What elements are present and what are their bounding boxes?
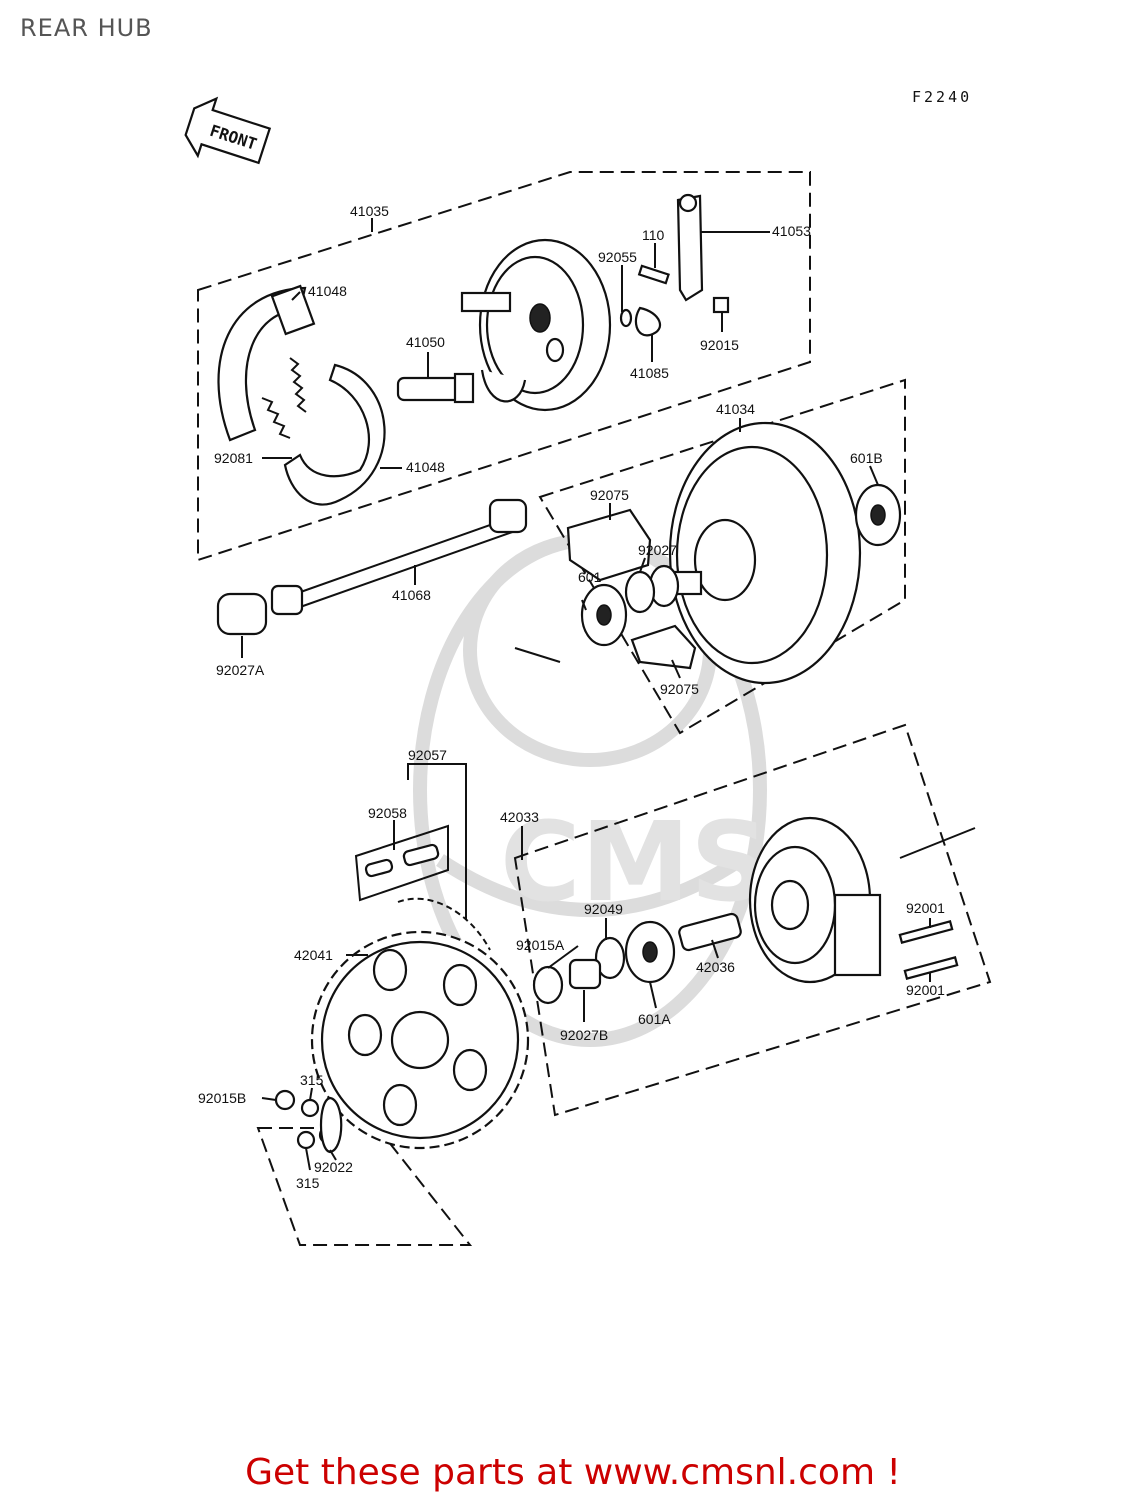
nut-92015B-upper bbox=[274, 1089, 296, 1111]
part-label-92027A: 92027A bbox=[216, 662, 265, 678]
damper-upper bbox=[566, 508, 652, 582]
part-label-41034: 41034 bbox=[716, 401, 755, 417]
chain-joint-box bbox=[354, 824, 449, 902]
damper-lower bbox=[630, 624, 697, 670]
part-label-92057: 92057 bbox=[408, 747, 447, 763]
part-label-92055: 92055 bbox=[598, 249, 637, 265]
part-label-92001: 92001 bbox=[906, 982, 945, 998]
part-label-41048: 41048 bbox=[406, 459, 445, 475]
lock-plate-92022 bbox=[320, 1096, 343, 1154]
part-label-601A: 601A bbox=[638, 1011, 671, 1027]
part-label-601B: 601B bbox=[850, 450, 883, 466]
part-label-42041: 42041 bbox=[294, 947, 333, 963]
bearing-601A bbox=[624, 920, 676, 984]
part-label-92058: 92058 bbox=[368, 805, 407, 821]
part-label-92001: 92001 bbox=[906, 900, 945, 916]
part-label-92015A: 92015A bbox=[516, 937, 565, 953]
part-label-92015B: 92015B bbox=[198, 1090, 246, 1106]
part-label-92027: 92027 bbox=[638, 542, 677, 558]
nut-icon bbox=[712, 296, 730, 314]
wheel-hub-group-box bbox=[538, 378, 906, 735]
washer-315-upper bbox=[300, 1098, 320, 1118]
part-label-42033: 42033 bbox=[500, 809, 539, 825]
spring-icon bbox=[261, 357, 307, 439]
part-label-41048: 41048 bbox=[308, 283, 347, 299]
collar-92027A bbox=[216, 592, 268, 636]
part-label-41053: 41053 bbox=[772, 223, 811, 239]
part-label-601: 601 bbox=[578, 569, 602, 585]
brake-lever bbox=[676, 193, 704, 302]
indicator-plate bbox=[634, 306, 662, 337]
sprocket-coupling bbox=[748, 816, 882, 984]
chain bbox=[397, 897, 491, 951]
brake-panel-group-box bbox=[197, 171, 811, 562]
washer-icon bbox=[619, 308, 633, 328]
brake-shoe-upper bbox=[217, 284, 316, 442]
part-label-41068: 41068 bbox=[392, 587, 431, 603]
nut-92015A bbox=[532, 965, 564, 1005]
part-label-315: 315 bbox=[296, 1175, 320, 1191]
bolts-92001 bbox=[898, 920, 959, 980]
part-label-92027B: 92027B bbox=[560, 1027, 608, 1043]
part-label-92075: 92075 bbox=[660, 681, 699, 697]
part-label-41085: 41085 bbox=[630, 365, 669, 381]
bolt-110 bbox=[637, 264, 670, 285]
part-label-315: 315 bbox=[300, 1072, 324, 1088]
rear-axle bbox=[270, 498, 528, 616]
part-label-92049: 92049 bbox=[584, 901, 623, 917]
brake-shoe-lower bbox=[283, 363, 386, 506]
rear-sprocket bbox=[310, 930, 530, 1150]
brake-cam-shaft bbox=[396, 372, 475, 404]
part-label-41035: 41035 bbox=[350, 203, 389, 219]
part-label-41050: 41050 bbox=[406, 334, 445, 350]
footer-link[interactable]: Get these parts at www.cmsnl.com ! bbox=[245, 1452, 901, 1493]
bearing-601B bbox=[854, 483, 902, 547]
part-label-42036: 42036 bbox=[696, 959, 735, 975]
figure-code: F2240 bbox=[912, 88, 973, 106]
bearing-601 bbox=[580, 583, 628, 647]
brake-panel bbox=[460, 238, 612, 412]
part-label-92022: 92022 bbox=[314, 1159, 353, 1175]
page-title: REAR HUB bbox=[20, 14, 153, 42]
nut-lower bbox=[296, 1130, 316, 1150]
part-label-92081: 92081 bbox=[214, 450, 253, 466]
watermark-text: CMS bbox=[500, 798, 769, 926]
part-label-92015: 92015 bbox=[700, 337, 739, 353]
seal-92049 bbox=[594, 936, 626, 980]
sprocket-group-box bbox=[513, 723, 992, 1117]
spacer-92027 bbox=[624, 570, 656, 614]
collar-92027B bbox=[568, 958, 602, 990]
part-label-92075: 92075 bbox=[590, 487, 629, 503]
wheel-hub bbox=[648, 421, 862, 685]
front-arrow-icon: FRONT bbox=[184, 96, 272, 165]
part-label-110: 110 bbox=[642, 227, 665, 243]
leader-lines bbox=[241, 218, 976, 1171]
